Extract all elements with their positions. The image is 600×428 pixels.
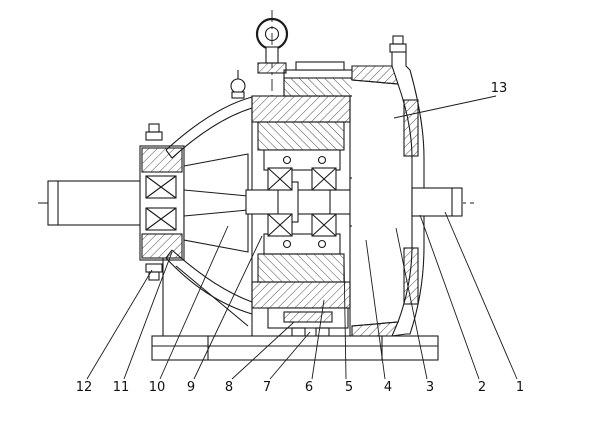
central-bearings — [267, 167, 337, 237]
output-shaft — [411, 187, 463, 217]
callout-label-6: 6 — [305, 380, 313, 395]
callout-label-10: 10 — [149, 380, 166, 395]
callout-leader-7 — [269, 331, 311, 380]
callout-label-12: 12 — [76, 380, 93, 395]
right-housing — [351, 35, 425, 337]
callout-label-1: 1 — [516, 380, 524, 395]
callout-leader-9 — [193, 235, 263, 380]
callout-leader-5 — [343, 257, 347, 380]
callout-label-7: 7 — [263, 380, 271, 395]
callout-leader-3 — [395, 227, 428, 380]
callout-leader-4 — [365, 239, 386, 380]
base — [151, 335, 439, 361]
callout-label-9: 9 — [187, 380, 195, 395]
gear-stack — [251, 95, 351, 336]
input-shaft — [47, 180, 153, 226]
input-hub — [183, 153, 249, 253]
callout-label-4: 4 — [384, 380, 392, 395]
callout-label-3: 3 — [426, 380, 434, 395]
bottom-plate — [267, 307, 349, 337]
callout-leader-12 — [86, 269, 153, 380]
callout-leader-8 — [231, 321, 295, 380]
callout-label-5: 5 — [345, 380, 353, 395]
callout-label-13: 13 — [491, 81, 508, 96]
callout-label-8: 8 — [225, 380, 233, 395]
callout-leader-2 — [419, 214, 480, 380]
lifting-eyebolt — [255, 17, 289, 74]
callout-leader-6 — [311, 299, 325, 380]
callout-leader-1 — [444, 211, 518, 380]
vent-bolt — [230, 70, 246, 99]
machine-geometry — [38, 10, 474, 361]
callout-label-2: 2 — [478, 380, 486, 395]
callout-leader-13 — [393, 95, 497, 119]
callout-leader-10 — [159, 225, 229, 380]
left-cover — [162, 96, 253, 336]
callout-leader-11 — [123, 251, 173, 380]
input-bearing-housing — [139, 123, 185, 281]
callout-label-11: 11 — [113, 380, 130, 395]
